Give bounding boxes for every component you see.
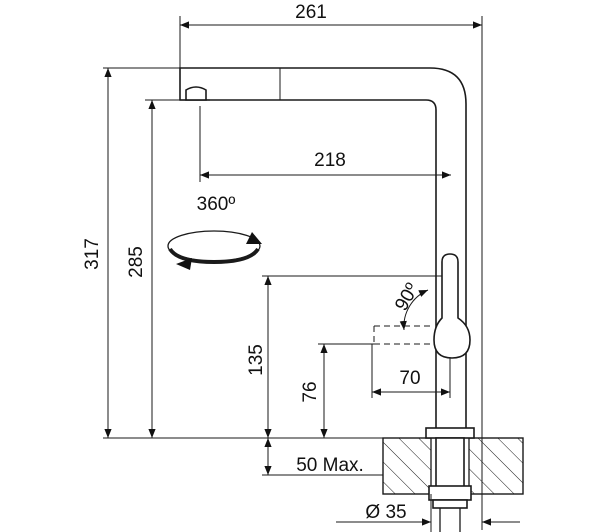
dim-spout-reach: 218 bbox=[314, 150, 346, 171]
dim-hole-diameter: Ø 35 bbox=[365, 502, 406, 523]
rotation-arrow-icon bbox=[246, 232, 262, 244]
rotation-symbol bbox=[167, 230, 262, 270]
lever-handle bbox=[373, 253, 471, 359]
dim-lever-height: 135 bbox=[246, 344, 267, 376]
dim-mount-thickness: 50 Max. bbox=[296, 455, 364, 476]
dim-width-total: 261 bbox=[295, 2, 327, 23]
dim-lever-angle: 90º bbox=[391, 280, 423, 315]
extension-lines bbox=[103, 16, 483, 532]
dim-lever-clearance: 76 bbox=[300, 381, 321, 402]
dim-height-total: 317 bbox=[82, 238, 103, 270]
dim-spout-height: 285 bbox=[126, 246, 147, 278]
dim-rotation: 360º bbox=[197, 194, 236, 215]
dimension-lines bbox=[104, 21, 520, 526]
dim-lever-reach: 70 bbox=[399, 368, 420, 389]
